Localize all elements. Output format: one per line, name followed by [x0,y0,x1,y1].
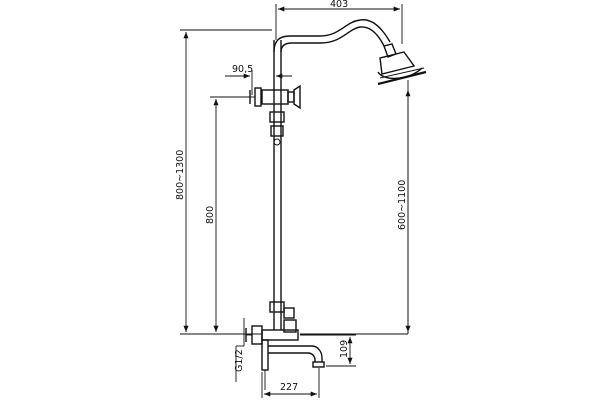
dim-spout-drop-label: 109 [339,340,350,358]
dim-spout-drop: 109 [300,334,356,367]
dim-valve-height: 800 [205,96,250,332]
dim-head-reach: 403 [275,0,403,44]
riser-pipe [273,40,282,330]
dim-thread-label: G1/2 [234,349,245,372]
dim-total-height-label: 800~1300 [175,150,186,200]
dim-head-height: 600~1100 [300,80,411,335]
dim-head-height-label: 600~1100 [397,180,408,230]
shower-arm [273,19,391,53]
dim-total-height: 800~1300 [175,29,272,335]
bath-spout [268,345,325,368]
lower-mixer [245,301,299,390]
dim-thread: G1/2 [234,318,245,382]
upper-valve [249,84,301,146]
dim-spout-reach: 227 [261,368,320,398]
dim-head-reach-label: 403 [330,0,348,10]
dim-valve-height-label: 800 [205,206,216,224]
shower-head [377,43,427,86]
dim-valve-offset: 90,5 [225,64,292,95]
dim-valve-offset-label: 90,5 [232,64,253,75]
dim-spout-reach-label: 227 [280,382,298,393]
